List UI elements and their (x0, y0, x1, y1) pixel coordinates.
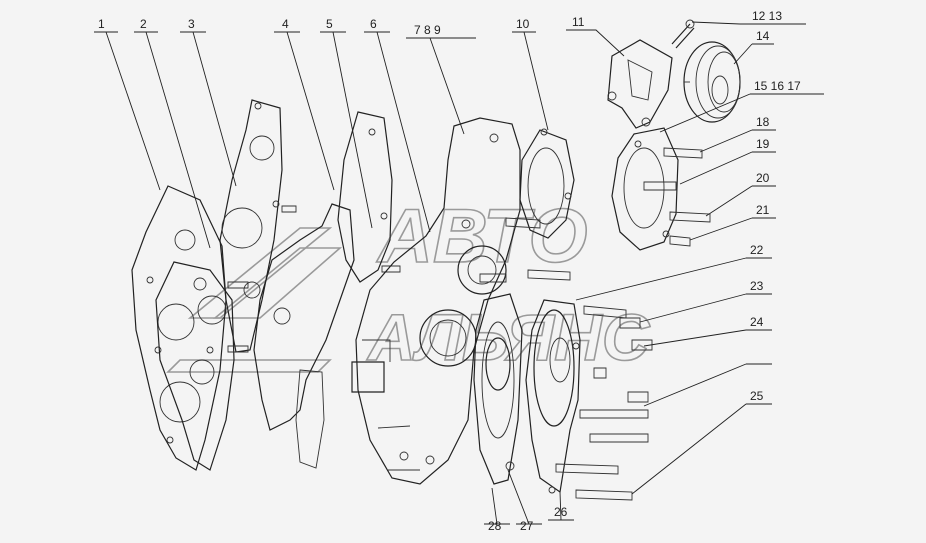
part-11-bracket (607, 39, 673, 129)
part-3-plate (219, 99, 283, 353)
part-27-seal (485, 337, 515, 471)
callout-11: 11 (572, 15, 585, 29)
part-1-front-plate (131, 185, 227, 471)
callout-23: 23 (750, 279, 764, 293)
part-28-gasket (473, 293, 523, 485)
part-10-gasket (519, 128, 575, 239)
callout-12-13: 12 13 (752, 9, 782, 23)
callout-1: 1 (98, 17, 105, 31)
callout-28: 28 (488, 519, 502, 533)
callout-25: 25 (750, 389, 764, 403)
callout-19: 19 (756, 137, 770, 151)
part-15-pump-housing (611, 127, 679, 251)
callout-10: 10 (516, 17, 530, 31)
callout-labels: 1 2 3 4 5 6 7 8 9 10 11 12 13 14 15 16 1… (98, 9, 801, 533)
part-12-bolt (671, 19, 695, 49)
callout-7-8-9: 7 8 9 (414, 23, 441, 37)
part-14-pulley (683, 41, 741, 123)
callout-21: 21 (756, 203, 770, 217)
part-4-gasket (253, 203, 355, 469)
callout-26: 26 (554, 505, 568, 519)
callout-20: 20 (756, 171, 770, 185)
bolts-right-column (555, 305, 653, 501)
callout-5: 5 (326, 17, 333, 31)
callout-24: 24 (750, 315, 764, 329)
callout-3: 3 (188, 17, 195, 31)
bolts-pump (643, 147, 711, 247)
part-5-gasket (337, 111, 401, 283)
callout-6: 6 (370, 17, 377, 31)
callout-4: 4 (282, 17, 289, 31)
callout-27: 27 (520, 519, 534, 533)
callout-14: 14 (756, 29, 770, 43)
bolts-left (227, 205, 297, 353)
callout-2: 2 (140, 17, 147, 31)
leader-lines (94, 21, 824, 525)
callout-15-16-17: 15 16 17 (754, 79, 801, 93)
bolts-center (479, 217, 571, 283)
watermark-line1: АВТО (376, 194, 588, 279)
callout-18: 18 (756, 115, 770, 129)
callout-22: 22 (750, 243, 764, 257)
